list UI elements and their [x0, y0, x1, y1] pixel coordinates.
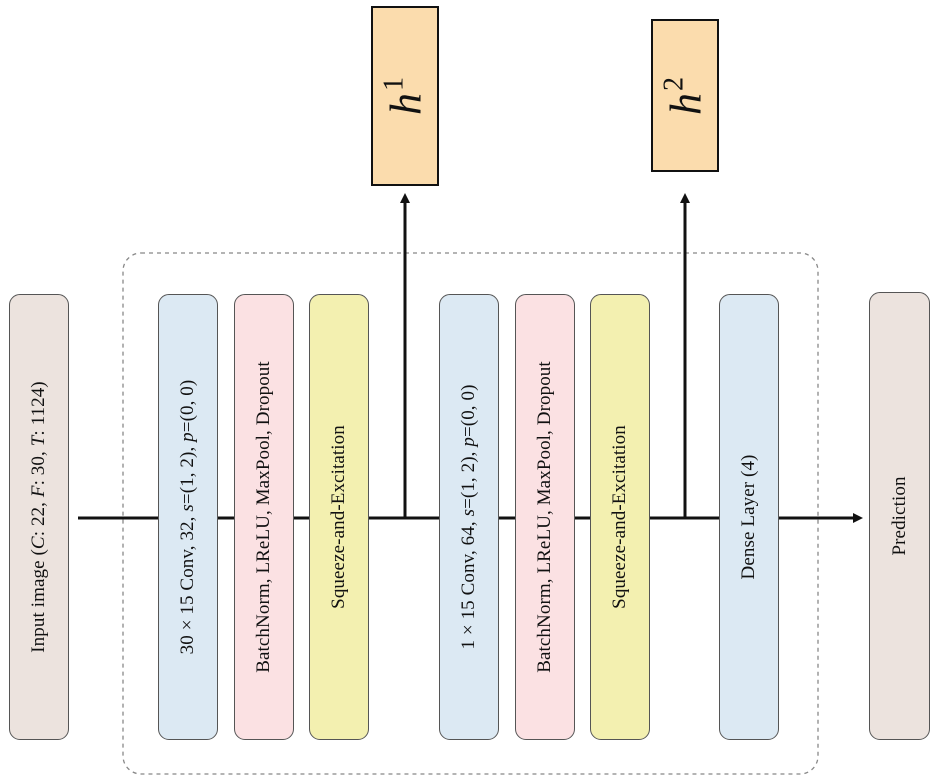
input-image-label: Input image (C: 22, F: 30, T: 1124) [28, 381, 49, 653]
prediction-label: Prediction [888, 476, 910, 556]
h2-label: h2 [658, 76, 711, 115]
input-image-block: Input image (C: 22, F: 30, T: 1124) [9, 294, 69, 740]
prediction-block: Prediction [869, 292, 930, 740]
model-dashed-boundary [122, 252, 819, 775]
conv2-block: 1 × 15 Conv, 64, s=(1, 2), p=(0, 0) [439, 294, 499, 740]
batchnorm2-label: BatchNorm, LReLU, MaxPool, Dropout [534, 361, 555, 673]
squeeze-excitation1-label: Squeeze-and-Excitation [328, 425, 349, 609]
h1-box: h1 [371, 6, 439, 186]
h2-box: h2 [651, 19, 719, 172]
batchnorm2-block: BatchNorm, LReLU, MaxPool, Dropout [515, 294, 575, 740]
conv1-label: 30 × 15 Conv, 32, s=(1, 2), p=(0, 0) [177, 379, 198, 655]
batchnorm1-label: BatchNorm, LReLU, MaxPool, Dropout [253, 361, 274, 673]
h1-label: h1 [378, 77, 431, 115]
conv1-block: 30 × 15 Conv, 32, s=(1, 2), p=(0, 0) [158, 294, 218, 740]
batchnorm1-block: BatchNorm, LReLU, MaxPool, Dropout [234, 294, 294, 740]
dense-layer-label: Dense Layer (4) [738, 454, 759, 580]
conv2-label: 1 × 15 Conv, 64, s=(1, 2), p=(0, 0) [458, 384, 479, 650]
squeeze-excitation1-block: Squeeze-and-Excitation [309, 294, 369, 740]
squeeze-excitation2-label: Squeeze-and-Excitation [609, 425, 630, 609]
squeeze-excitation2-block: Squeeze-and-Excitation [590, 294, 650, 740]
dense-layer-block: Dense Layer (4) [719, 294, 779, 740]
